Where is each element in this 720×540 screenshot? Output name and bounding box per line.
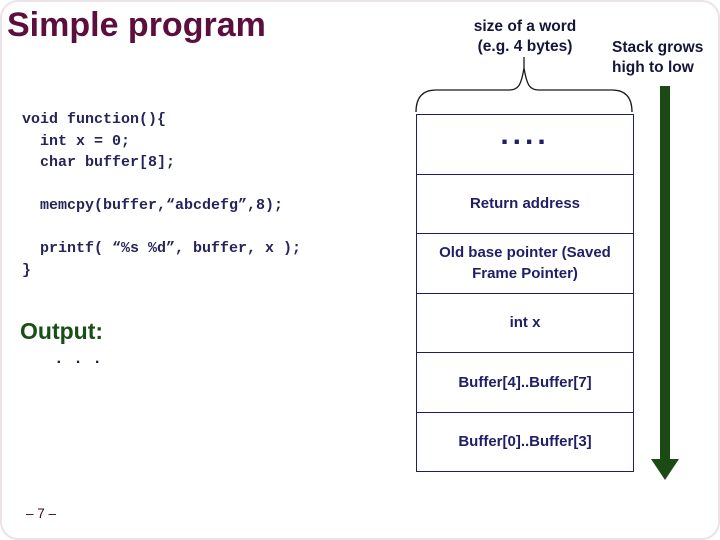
page-title: Simple program: [7, 6, 266, 44]
stack-row-buffer-low: Buffer[0]..Buffer[3]: [458, 433, 592, 451]
output-ellipsis: . . .: [54, 350, 103, 368]
overbrace-icon: [415, 57, 633, 113]
stack-row-old-base-pointer: Old base pointer (Saved Frame Pointer): [417, 234, 633, 294]
page-number: – 7 –: [26, 506, 57, 521]
stack-row-int-x: int x: [417, 294, 633, 353]
stack-row-buffer-high: Buffer[4]..Buffer[7]: [417, 353, 633, 413]
word-size-line2: (e.g. 4 bytes): [477, 38, 573, 55]
output-label: Output:: [20, 318, 104, 344]
stack-direction-line1: Stack grows: [612, 39, 704, 56]
stack-direction-line2: high to low: [612, 59, 694, 76]
word-size-line1: size of a word: [473, 18, 577, 35]
stack-table: .... Return address Old base pointer (Sa…: [416, 114, 634, 472]
stack-direction-annotation: Stack grows high to low: [612, 38, 720, 78]
word-size-annotation: size of a word (e.g. 4 bytes): [416, 17, 634, 57]
arrow-down-icon: [651, 459, 679, 480]
stack-grow-arrow-bar: [660, 86, 670, 460]
stack-row-ellipsis: ....: [417, 115, 633, 175]
stack-row-return-address: Return address: [417, 175, 633, 234]
code-block: void function(){ int x = 0; char buffer[…: [22, 111, 302, 279]
